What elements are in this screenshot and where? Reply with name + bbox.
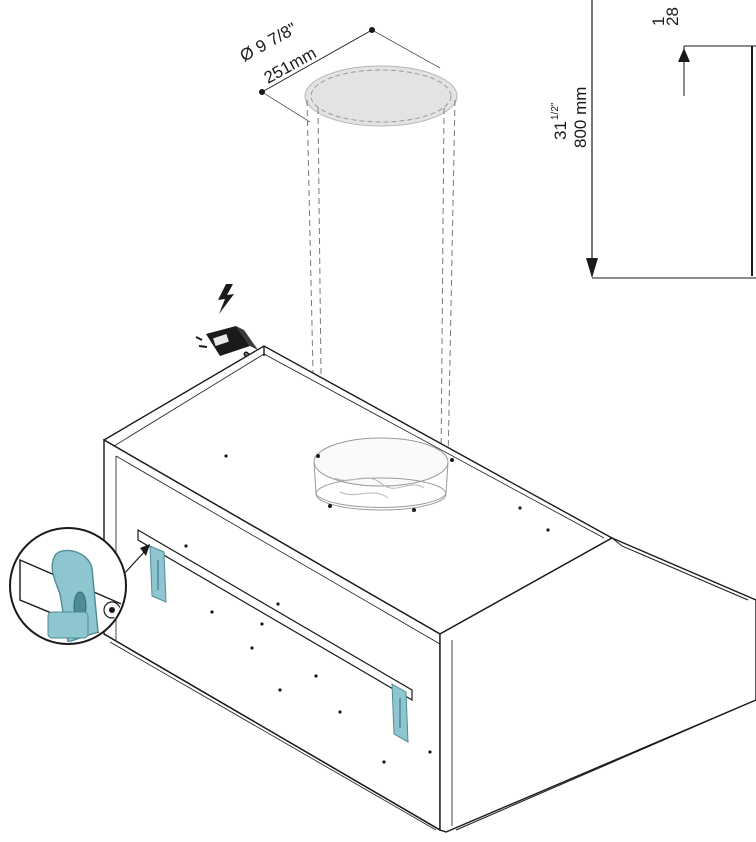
- partial-dimension: 1 28: [649, 7, 756, 276]
- lightning-bolt-icon: [218, 284, 234, 314]
- height-imperial-fraction: 1/2": [550, 102, 561, 120]
- height-dimension: 31 1/2" 800 mm: [550, 0, 756, 279]
- partial-imperial-label: 1: [649, 17, 668, 26]
- mounting-bracket-right: [391, 683, 409, 743]
- height-imperial-whole: 31: [551, 121, 570, 140]
- hood-side-panel: [439, 537, 756, 833]
- fastener-holes: [184, 454, 550, 764]
- collar-screws: [316, 454, 454, 512]
- mounting-rail: [137, 528, 413, 702]
- duct-collar: [313, 437, 449, 511]
- mounting-bracket-left: [149, 545, 167, 603]
- height-metric-label: 800 mm: [571, 87, 590, 148]
- magnifier-detail-icon: [9, 527, 150, 645]
- duct-opening: [304, 65, 458, 127]
- partial-metric-label: 28: [663, 7, 682, 26]
- power-plug-icon: [195, 326, 258, 356]
